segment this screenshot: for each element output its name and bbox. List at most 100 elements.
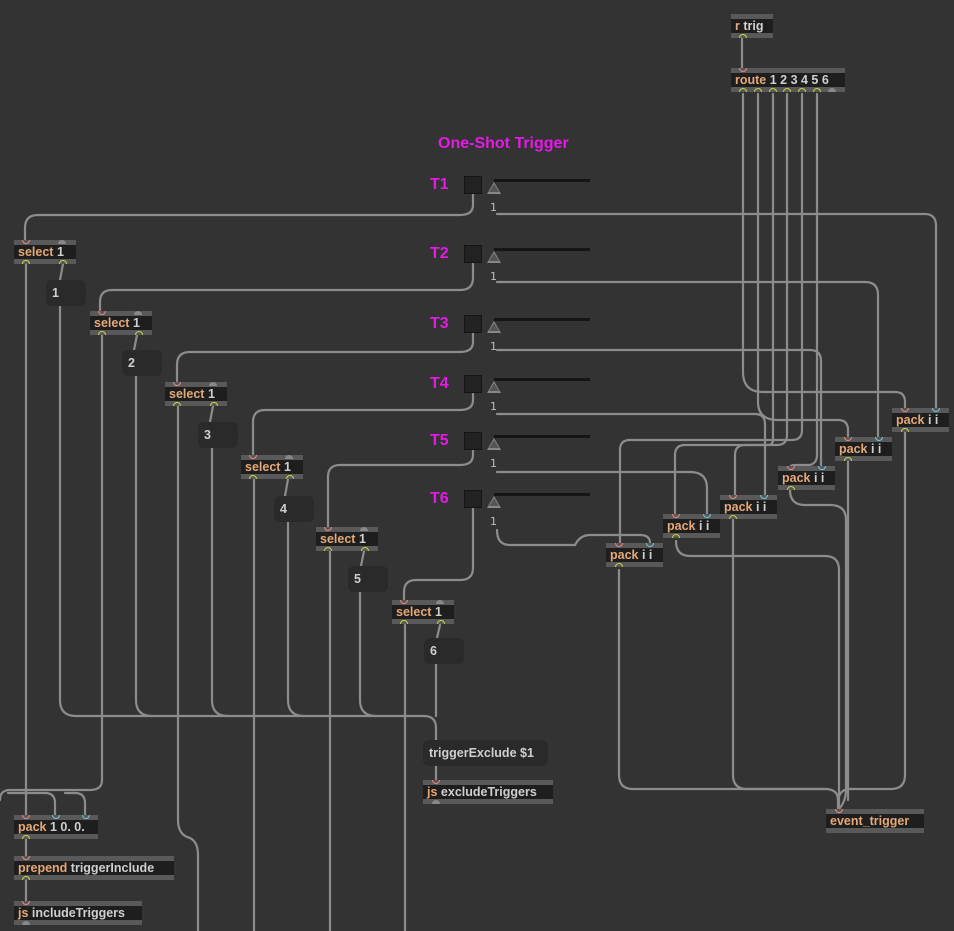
inlet[interactable] (400, 600, 408, 604)
inlet[interactable] (787, 466, 795, 470)
inlet[interactable] (703, 514, 711, 518)
outlet[interactable] (828, 88, 836, 92)
index-message[interactable]: 4 (274, 496, 314, 522)
pack-include-object[interactable]: pack 1 0. 0. (14, 815, 98, 839)
js-include-triggers-object[interactable]: js includeTriggers (14, 901, 142, 925)
receive-object[interactable]: r trig (731, 14, 773, 38)
prepend-object[interactable]: prepend triggerInclude (14, 856, 174, 880)
inlet[interactable] (875, 437, 883, 441)
outlet[interactable] (324, 547, 332, 551)
outlet[interactable] (813, 88, 821, 92)
outlet[interactable] (787, 486, 795, 490)
select-object[interactable]: select 1 (90, 311, 152, 335)
trigger-toggle[interactable] (464, 490, 482, 508)
inlet[interactable] (22, 815, 30, 819)
inlet[interactable] (432, 780, 440, 784)
inlet[interactable] (173, 382, 181, 386)
outlet[interactable] (739, 34, 747, 38)
pack-object[interactable]: pack i i (892, 408, 949, 432)
slider-handle-icon[interactable] (487, 321, 501, 333)
inlet[interactable] (646, 543, 654, 547)
outlet[interactable] (754, 88, 762, 92)
outlet[interactable] (400, 620, 408, 624)
trigger-toggle[interactable] (464, 375, 482, 393)
slider-track[interactable] (494, 493, 590, 496)
pack-object[interactable]: pack i i (663, 514, 720, 538)
js-exclude-triggers-object[interactable]: js excludeTriggers (423, 780, 553, 804)
slider-track[interactable] (494, 435, 590, 438)
slider-handle-icon[interactable] (487, 438, 501, 450)
inlet[interactable] (22, 856, 30, 860)
slider-track[interactable] (494, 318, 590, 321)
inlet[interactable] (844, 437, 852, 441)
outlet[interactable] (739, 88, 747, 92)
index-message[interactable]: 2 (122, 350, 162, 376)
trigger-exclude-message[interactable]: triggerExclude $1 (423, 740, 548, 766)
inlet[interactable] (360, 527, 368, 531)
inlet[interactable] (835, 809, 843, 813)
outlet[interactable] (22, 921, 30, 925)
outlet[interactable] (901, 428, 909, 432)
select-object[interactable]: select 1 (392, 600, 454, 624)
inlet[interactable] (436, 600, 444, 604)
slider-handle-icon[interactable] (487, 496, 501, 508)
outlet[interactable] (22, 835, 30, 839)
outlet[interactable] (615, 563, 623, 567)
outlet[interactable] (432, 800, 440, 804)
inlet[interactable] (22, 901, 30, 905)
event-trigger-object[interactable]: event_trigger (826, 809, 924, 833)
outlet[interactable] (844, 457, 852, 461)
inlet[interactable] (901, 408, 909, 412)
outlet[interactable] (173, 402, 181, 406)
slider-handle-icon[interactable] (487, 251, 501, 263)
inlet[interactable] (98, 311, 106, 315)
trigger-toggle[interactable] (464, 432, 482, 450)
select-object[interactable]: select 1 (14, 240, 76, 264)
route-object[interactable]: route 1 2 3 4 5 6 (731, 68, 845, 92)
outlet[interactable] (437, 620, 445, 624)
pack-object[interactable]: pack i i (778, 466, 835, 490)
trigger-toggle[interactable] (464, 176, 482, 194)
inlet[interactable] (82, 815, 90, 819)
index-message[interactable]: 1 (46, 280, 86, 306)
outlet[interactable] (769, 88, 777, 92)
slider-track[interactable] (494, 179, 590, 182)
inlet[interactable] (58, 240, 66, 244)
outlet[interactable] (210, 402, 218, 406)
outlet[interactable] (22, 876, 30, 880)
pack-object[interactable]: pack i i (606, 543, 663, 567)
select-object[interactable]: select 1 (316, 527, 378, 551)
inlet[interactable] (22, 240, 30, 244)
index-message[interactable]: 5 (348, 566, 388, 592)
outlet[interactable] (798, 88, 806, 92)
inlet[interactable] (739, 68, 747, 72)
inlet[interactable] (249, 455, 257, 459)
outlet[interactable] (361, 547, 369, 551)
inlet[interactable] (209, 382, 217, 386)
inlet[interactable] (52, 815, 60, 819)
pack-object[interactable]: pack i i (835, 437, 892, 461)
inlet[interactable] (134, 311, 142, 315)
index-message[interactable]: 3 (198, 422, 238, 448)
select-object[interactable]: select 1 (165, 382, 227, 406)
inlet[interactable] (760, 495, 768, 499)
slider-handle-icon[interactable] (487, 381, 501, 393)
trigger-toggle[interactable] (464, 315, 482, 333)
inlet[interactable] (285, 455, 293, 459)
outlet[interactable] (249, 475, 257, 479)
outlet[interactable] (672, 534, 680, 538)
outlet[interactable] (783, 88, 791, 92)
inlet[interactable] (932, 408, 940, 412)
select-object[interactable]: select 1 (241, 455, 303, 479)
outlet[interactable] (98, 331, 106, 335)
trigger-toggle[interactable] (464, 245, 482, 263)
inlet[interactable] (324, 527, 332, 531)
slider-handle-icon[interactable] (487, 182, 501, 194)
pack-object[interactable]: pack i i (720, 495, 777, 519)
outlet[interactable] (286, 475, 294, 479)
slider-track[interactable] (494, 378, 590, 381)
index-message[interactable]: 6 (424, 638, 464, 664)
inlet[interactable] (615, 543, 623, 547)
inlet[interactable] (818, 466, 826, 470)
outlet[interactable] (135, 331, 143, 335)
